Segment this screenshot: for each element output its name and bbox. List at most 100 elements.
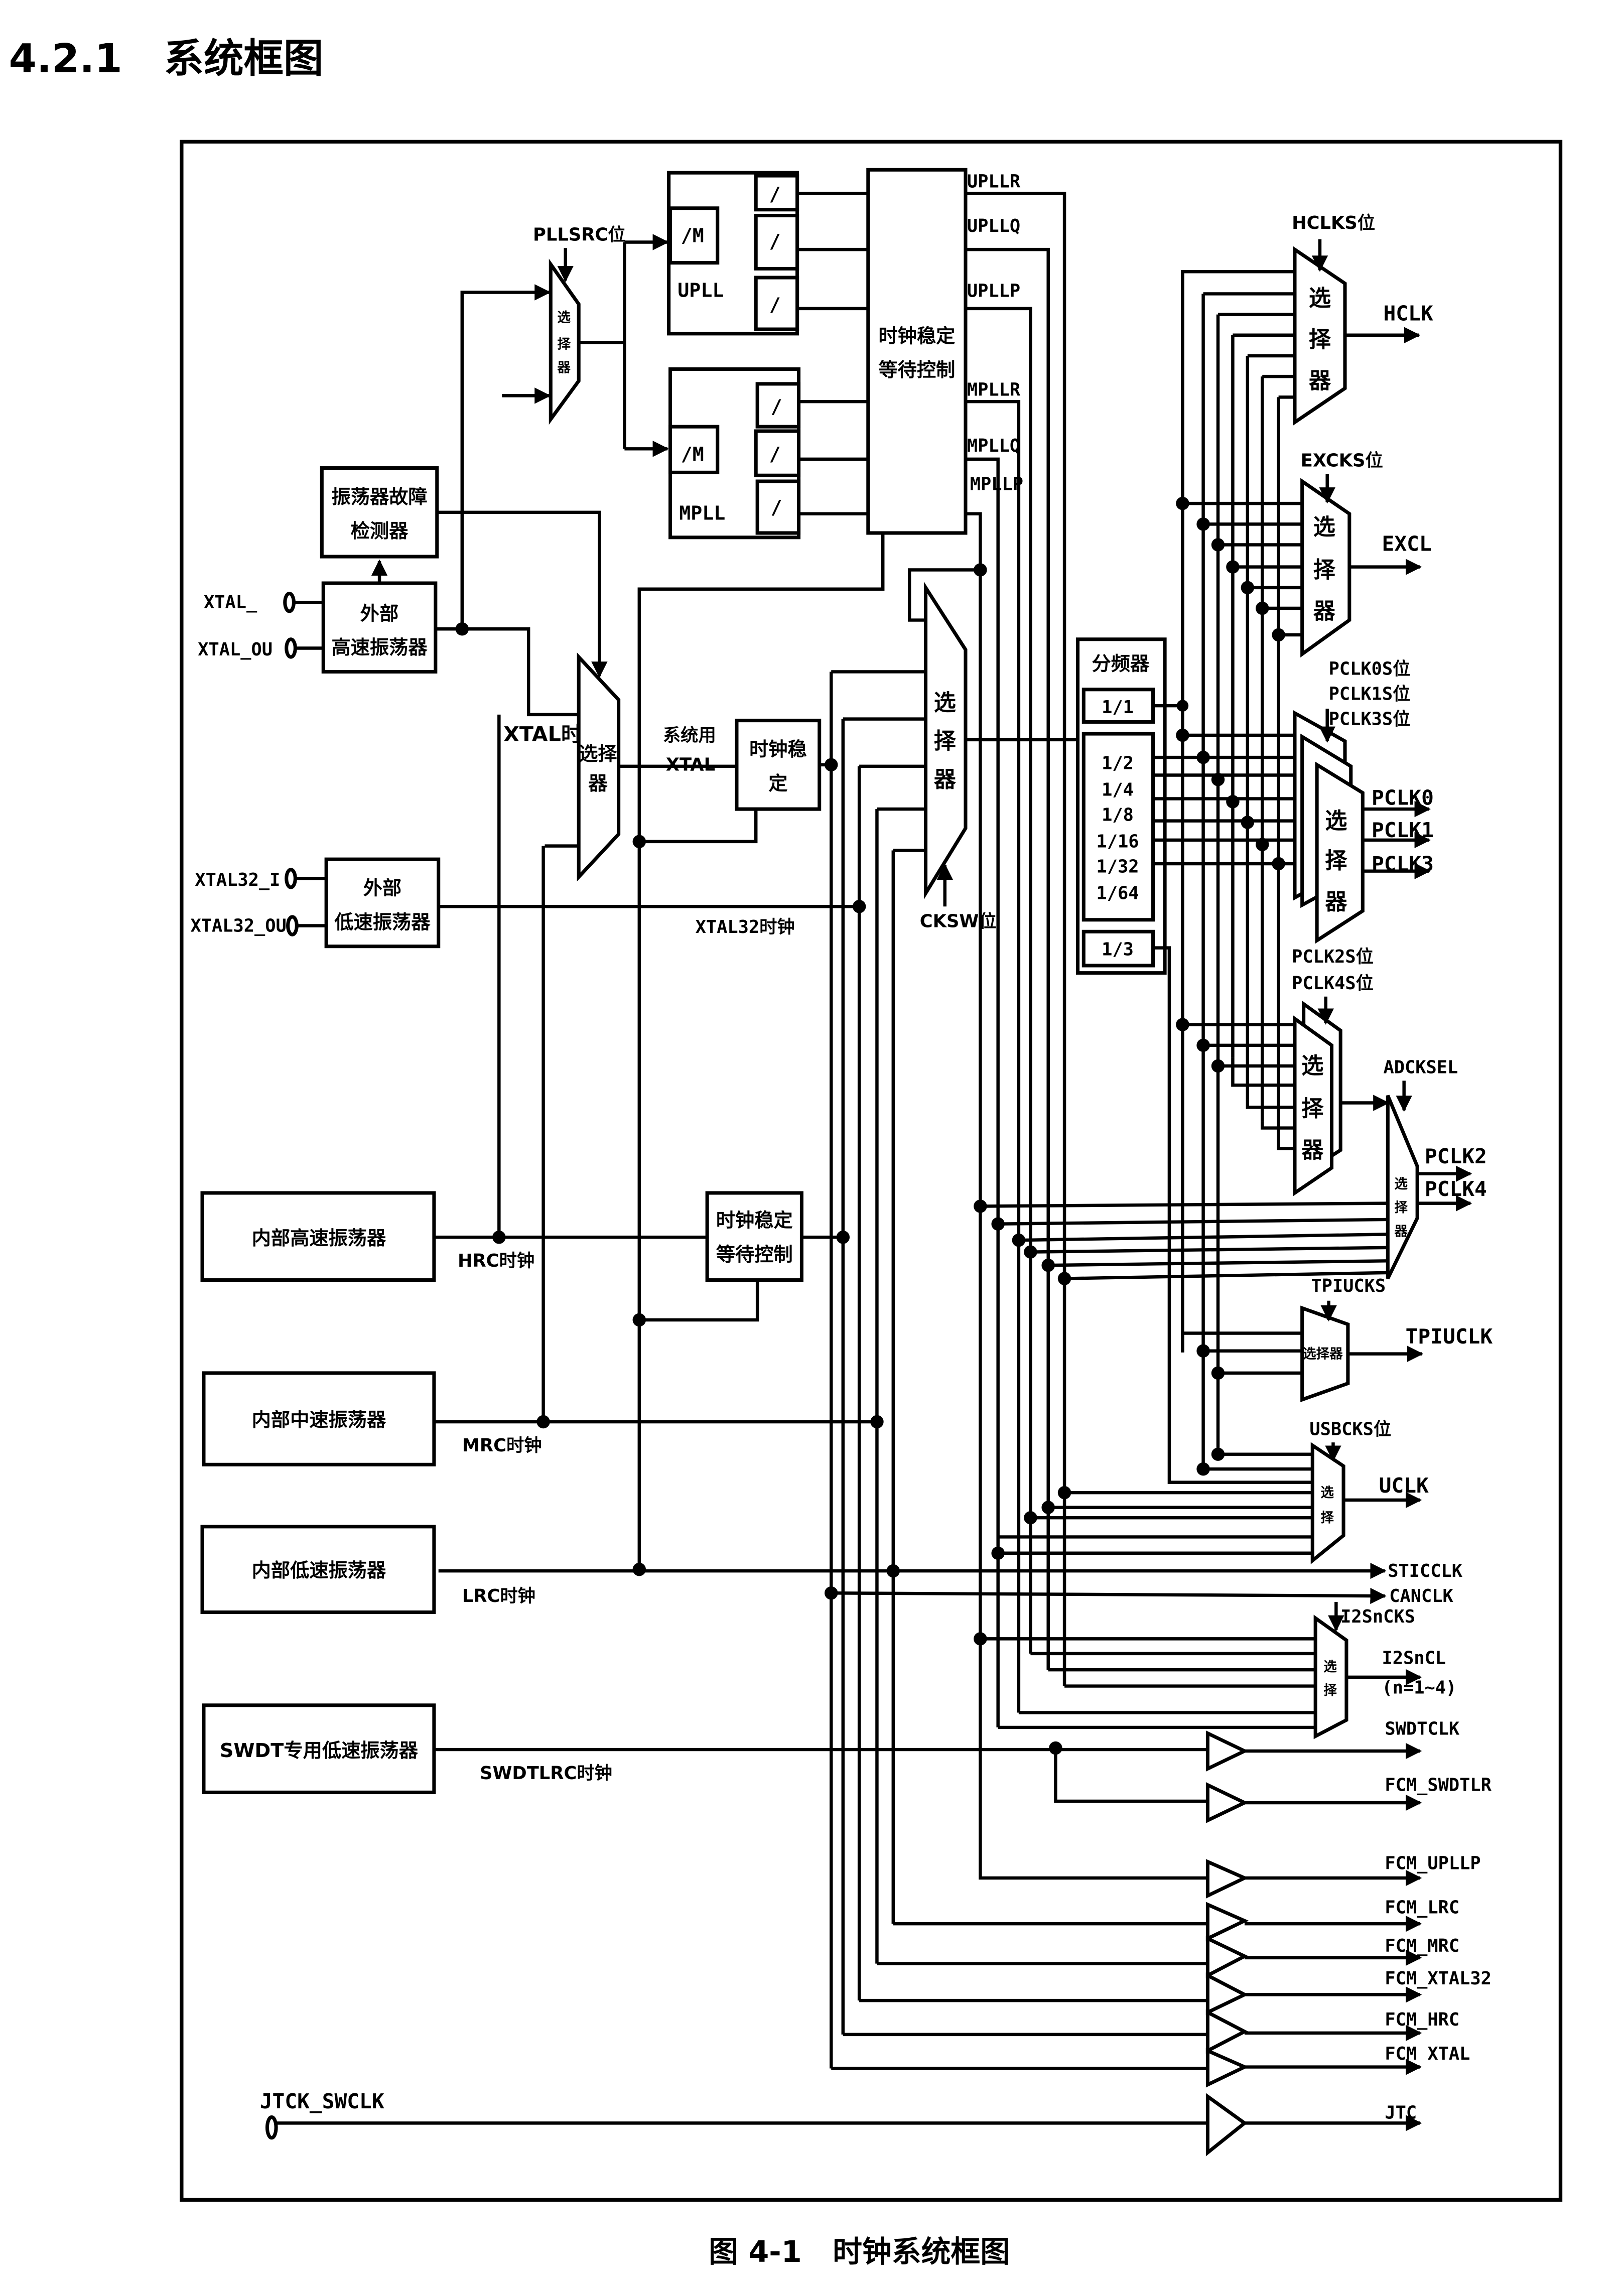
svg-text:XTAL_: XTAL_	[204, 592, 257, 613]
svg-text:USBCKS位: USBCKS位	[1309, 1419, 1391, 1439]
svg-text:器: 器	[557, 360, 571, 375]
svg-text:器: 器	[1309, 368, 1331, 394]
svg-text:CANCLK: CANCLK	[1389, 1586, 1453, 1606]
svg-text:HRC时钟: HRC时钟	[458, 1251, 534, 1271]
svg-text:SWDTCLK: SWDTCLK	[1385, 1719, 1460, 1739]
osc-fault-detector	[320, 466, 439, 559]
svg-text:选择器: 选择器	[1303, 1346, 1343, 1362]
pclk3-selector	[1315, 761, 1365, 944]
svg-text:MRC时钟: MRC时钟	[462, 1435, 542, 1456]
svg-text:TPIUCLK: TPIUCLK	[1406, 1324, 1493, 1349]
svg-text:SWDT专用低速振荡器: SWDT专用低速振荡器	[220, 1740, 419, 1762]
svg-text:择: 择	[1323, 1683, 1337, 1698]
svg-text:I2SnCL: I2SnCL	[1382, 1648, 1446, 1668]
svg-text:ADCKSEL: ADCKSEL	[1383, 1057, 1458, 1078]
svg-text:器: 器	[934, 767, 957, 792]
external-high-speed-oscillator	[321, 581, 438, 674]
hrc-stabilization-control	[705, 1191, 803, 1282]
buffer-fcm-xtal32: FCM_XTAL32	[859, 1968, 1492, 2016]
figure-caption: 图 4-1 时钟系统框图	[709, 2234, 1010, 2269]
svg-text:PCLK4: PCLK4	[1425, 1177, 1487, 1201]
svg-text:UPLLQ: UPLLQ	[967, 216, 1020, 236]
buffer-fcm-mrc: FCM_MRC	[877, 1936, 1459, 1978]
svg-text:UPLL: UPLL	[678, 280, 724, 302]
svg-text:选: 选	[1313, 514, 1335, 540]
svg-text:CKSW位: CKSW位	[920, 911, 997, 931]
svg-text:1/32: 1/32	[1096, 857, 1139, 877]
svg-text:内部高速振荡器: 内部高速振荡器	[252, 1228, 386, 1250]
pclk2-selector	[1293, 1015, 1334, 1196]
svg-text:1/3: 1/3	[1102, 939, 1134, 960]
svg-text:PCLK1S位: PCLK1S位	[1329, 684, 1411, 704]
svg-text:UPLLR: UPLLR	[967, 172, 1021, 192]
buffer-fcm-xtal: FCM XTAL	[831, 2044, 1470, 2088]
svg-text:器: 器	[1325, 889, 1347, 915]
svg-text:PCLK3: PCLK3	[1372, 852, 1434, 876]
svg-text:择: 择	[1313, 557, 1336, 583]
svg-text:/M: /M	[681, 225, 704, 247]
svg-text:1/2: 1/2	[1102, 753, 1134, 774]
svg-text:低速振荡器: 低速振荡器	[334, 911, 431, 933]
pin-xtal-out: XTAL_OU	[198, 637, 324, 660]
svg-text:EXCKS位: EXCKS位	[1301, 451, 1383, 471]
system-clock-selector	[923, 581, 968, 900]
svg-text:器: 器	[1394, 1224, 1408, 1239]
svg-text:1/16: 1/16	[1096, 832, 1139, 852]
internal-low-speed-oscillator	[200, 1525, 436, 1614]
svg-text:I2SnCKS: I2SnCKS	[1340, 1606, 1415, 1627]
svg-text:/: /	[771, 396, 782, 419]
svg-text:选: 选	[1325, 808, 1347, 834]
external-low-speed-oscillator	[324, 857, 441, 949]
xtal-selector	[577, 652, 621, 882]
section-heading: 4.2.1 系统框图	[9, 35, 324, 82]
excl-taps	[1176, 496, 1302, 642]
svg-text:时钟稳: 时钟稳	[749, 739, 807, 761]
svg-text:TPIUCKS: TPIUCKS	[1311, 1276, 1386, 1296]
svg-text:择: 择	[934, 729, 957, 754]
svg-text:XTAL32_I: XTAL32_I	[195, 870, 280, 890]
buffer-fcm-upllp: FCM_UPLLP	[1205, 1853, 1481, 1899]
buffer-swdtclk: SWDTCLK	[1205, 1719, 1460, 1772]
svg-text:选: 选	[558, 310, 571, 325]
svg-text:1/64: 1/64	[1096, 883, 1139, 904]
svg-text:FCM_UPLLP: FCM_UPLLP	[1385, 1853, 1480, 1873]
xtal-stabilization	[735, 719, 822, 811]
svg-text:PCLK4S位: PCLK4S位	[1292, 973, 1374, 994]
svg-text:XTAL: XTAL	[666, 755, 715, 775]
svg-text:PCLK0S位: PCLK0S位	[1329, 658, 1411, 679]
svg-text:PCLK2S位: PCLK2S位	[1292, 947, 1374, 967]
svg-text:择: 择	[558, 336, 571, 352]
pin-xtal-in: XTAL_	[204, 592, 324, 613]
svg-text:PLLSRC位: PLLSRC位	[533, 225, 626, 245]
svg-text:器: 器	[1301, 1137, 1324, 1163]
svg-text:HCLKS位: HCLKS位	[1292, 213, 1375, 233]
svg-text:/: /	[769, 184, 781, 206]
svg-text:XTAL32时钟: XTAL32时钟	[696, 917, 795, 937]
svg-text:选择: 选择	[579, 743, 617, 765]
svg-text:时钟稳定: 时钟稳定	[716, 1210, 793, 1232]
svg-text:FCM_LRC: FCM_LRC	[1385, 1898, 1459, 1918]
svg-text:UCLK: UCLK	[1379, 1473, 1429, 1498]
svg-text:外部: 外部	[360, 603, 398, 625]
svg-text:1/4: 1/4	[1102, 780, 1134, 800]
buffer-fcm-swdtlr: FCM_SWDTLR	[1205, 1775, 1492, 1823]
svg-text:FCM_HRC: FCM_HRC	[1385, 2009, 1459, 2030]
svg-text:/: /	[769, 295, 781, 317]
svg-text:FCM XTAL: FCM XTAL	[1385, 2044, 1470, 2064]
svg-text:选: 选	[1301, 1053, 1323, 1079]
svg-text:LRC时钟: LRC时钟	[462, 1586, 535, 1606]
svg-text:EXCL: EXCL	[1382, 531, 1432, 556]
svg-text:FCM_XTAL32: FCM_XTAL32	[1385, 1968, 1492, 1989]
svg-text:选: 选	[1309, 286, 1331, 311]
svg-text:择: 择	[1325, 848, 1347, 874]
internal-medium-speed-oscillator	[202, 1371, 436, 1466]
pll-stabilization-control	[866, 168, 968, 535]
svg-text:HCLK: HCLK	[1383, 301, 1433, 325]
usb-clock-selector	[1310, 1442, 1345, 1564]
hclk-selector	[1293, 246, 1347, 426]
pin-xtal32-out: XTAL32_OUT	[190, 915, 327, 936]
svg-text:择: 择	[1395, 1200, 1408, 1216]
buffer-fcm-lrc: FCM_LRC	[893, 1898, 1459, 1942]
i2s-clock-selector	[1313, 1615, 1348, 1739]
